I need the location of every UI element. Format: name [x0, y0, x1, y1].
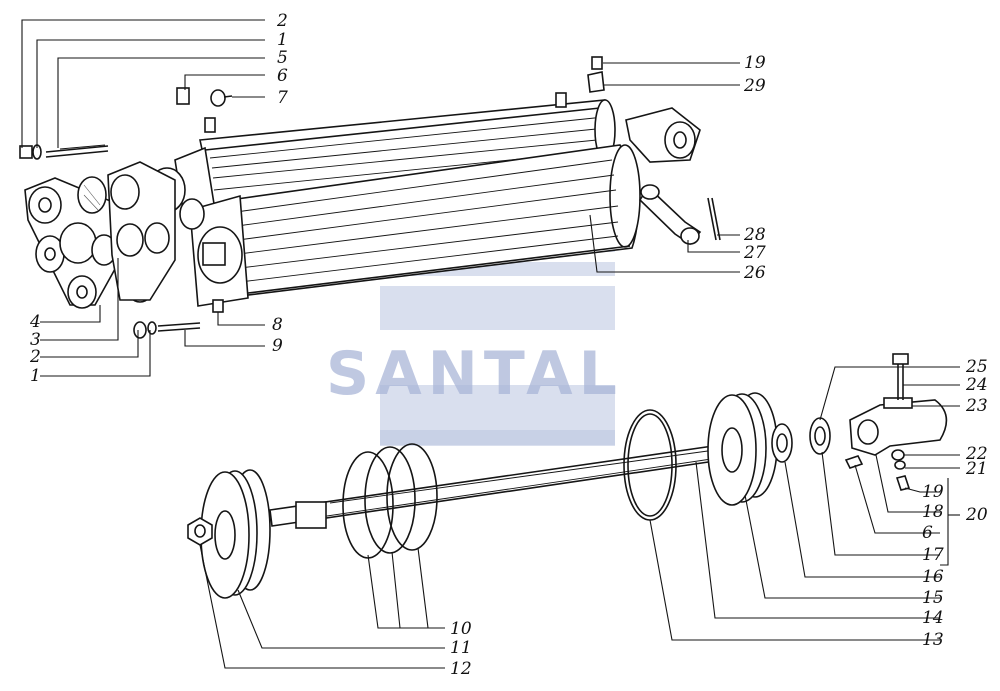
label-part-6-top: 6 — [277, 66, 288, 86]
label-part-7: 7 — [277, 88, 288, 108]
piston-left — [200, 469, 271, 599]
label-part-28: 28 — [743, 225, 766, 245]
label-part-5: 5 — [277, 48, 288, 68]
label-part-8: 8 — [272, 315, 283, 335]
piston-rings-10 — [342, 443, 438, 559]
washer-17 — [809, 417, 831, 455]
label-part-26: 26 — [743, 263, 766, 283]
label-part-19-top: 19 — [744, 53, 766, 73]
upper-bolt-set — [19, 144, 109, 160]
label-part-19-bottom: 19 — [922, 482, 944, 502]
pin-27 — [638, 184, 702, 246]
label-part-4: 4 — [29, 312, 41, 332]
label-part-22: 22 — [965, 444, 988, 464]
fittings-19-29 — [555, 56, 605, 108]
label-part-12: 12 — [450, 659, 472, 679]
label-part-29: 29 — [743, 76, 766, 96]
label-part-11: 11 — [450, 638, 472, 658]
label-part-15: 15 — [922, 588, 944, 608]
label-part-1-bottom: 1 — [30, 366, 41, 386]
label-part-1-top: 1 — [277, 30, 288, 50]
nut-16 — [771, 423, 793, 463]
label-part-21: 21 — [965, 459, 988, 479]
label-part-24: 24 — [965, 375, 988, 395]
label-part-23: 23 — [965, 396, 988, 416]
upper-clevis — [625, 107, 701, 163]
top-fittings — [176, 87, 233, 133]
end-nut-12 — [187, 517, 213, 546]
label-part-3: 3 — [30, 330, 41, 350]
label-part-2-top: 2 — [276, 11, 288, 31]
label-part-6-bottom: 6 — [922, 523, 933, 543]
label-part-18: 18 — [922, 502, 944, 522]
lower-clevis — [844, 353, 948, 491]
cotter-pin-28 — [707, 197, 721, 241]
leader-lines — [21, 19, 960, 669]
label-part-10: 10 — [450, 619, 472, 639]
label-part-17: 17 — [922, 545, 944, 565]
second-flange — [107, 161, 176, 301]
label-part-16: 16 — [922, 567, 944, 587]
label-part-25: 25 — [965, 357, 988, 377]
label-part-20: 20 — [965, 505, 988, 525]
label-part-13: 13 — [922, 630, 944, 650]
label-part-27: 27 — [743, 243, 766, 263]
watermark-text: SANTAL — [326, 339, 623, 409]
label-part-2-bottom: 2 — [29, 347, 41, 367]
lower-bolt-set — [133, 299, 224, 339]
front-cylinder — [229, 144, 641, 297]
part-labels: 2 1 5 6 7 19 29 28 27 26 4 3 2 1 8 9 25 … — [29, 11, 988, 679]
label-part-9: 9 — [272, 336, 283, 356]
label-part-14: 14 — [922, 608, 944, 628]
piston-right-15 — [707, 392, 778, 506]
